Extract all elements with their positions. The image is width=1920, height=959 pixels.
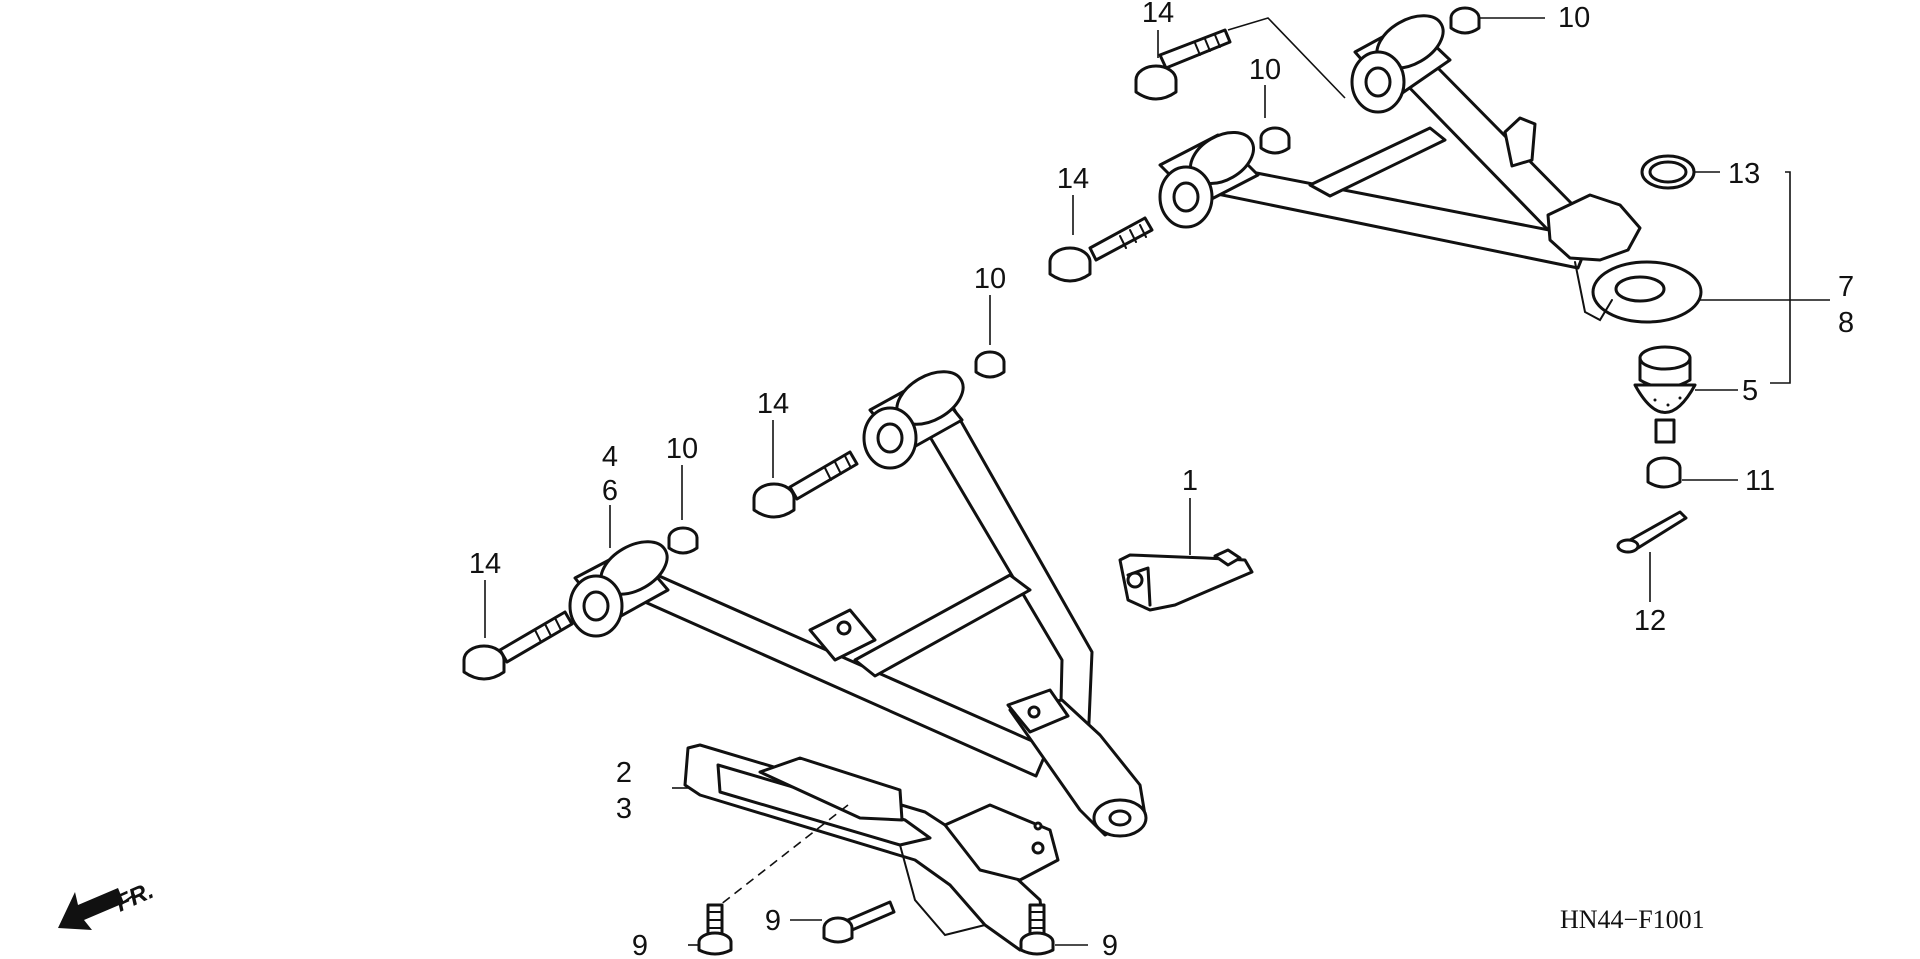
callout-2: 2: [616, 757, 632, 789]
callout-10-middle: 10: [974, 263, 1006, 295]
callout-10-upper: 10: [1249, 54, 1281, 86]
callout-14-lower-mid: 14: [757, 388, 789, 420]
callout-9-left: 9: [632, 930, 648, 959]
upper-arm-mount-hole: [1614, 275, 1666, 303]
callout-5: 5: [1742, 375, 1758, 407]
callout-6: 6: [602, 475, 618, 507]
callout-11: 11: [1745, 465, 1775, 497]
callout-10-top: 10: [1558, 2, 1590, 34]
bolt-14-upper-mid: [1048, 216, 1154, 283]
front-direction-label: FR.: [111, 877, 157, 917]
protector-channel: [758, 756, 904, 822]
callout-9-middle: 9: [765, 905, 781, 937]
lower-arm-brace: [853, 573, 1032, 678]
upper-arm-knuckle-detail: [1574, 261, 1613, 322]
callout-14-left: 14: [469, 548, 501, 580]
circlip-13: [1640, 154, 1696, 190]
lower-arm-rear-tube: [918, 400, 1094, 747]
lower-arm-rear-bushing: [862, 370, 965, 470]
callout-3: 3: [616, 793, 632, 825]
bolt-9-middle: [822, 900, 896, 944]
bolt-14-left: [462, 610, 574, 681]
leader-lines: [484, 17, 1830, 946]
upper-arm-assembly: [1158, 14, 1703, 324]
callout-9-right: 9: [1102, 930, 1118, 959]
bolt-9-right: [1019, 903, 1055, 956]
castle-nut-11: [1646, 456, 1682, 489]
upper-arm-brace: [1308, 126, 1447, 198]
nut-10-top: [1449, 6, 1481, 35]
callout-1: 1: [1182, 465, 1198, 497]
callout-7: 7: [1838, 271, 1854, 303]
callout-4: 4: [602, 441, 618, 473]
bolt-14-lower-mid: [752, 450, 859, 519]
nut-10-upper: [1259, 126, 1291, 155]
cotter-pin-12: [1616, 510, 1688, 554]
callout-12: 12: [1634, 605, 1666, 637]
ball-joint-5: [1633, 345, 1697, 444]
bolt-14-top: [1134, 28, 1232, 101]
callout-10-left: 10: [666, 433, 698, 465]
callout-8: 8: [1838, 307, 1854, 339]
lower-arm-assembly: [568, 370, 1148, 838]
nut-10-middle: [974, 350, 1006, 379]
diagram-code: HN44−F1001: [1560, 905, 1705, 934]
bolt-9-left: [697, 903, 733, 956]
callout-14-upper-mid: 14: [1057, 163, 1089, 195]
upper-arm-knuckle: [1546, 193, 1642, 262]
callout-numbers: 14 10 10 14 13 7 8 10 5 14 10 11 4 6 1 1…: [469, 0, 1854, 959]
protector-edge: [899, 844, 986, 937]
protector-side-flange: [943, 803, 1060, 882]
callout-13: 13: [1728, 158, 1760, 190]
front-direction-arrow-icon: FR.: [58, 877, 158, 930]
upper-arm-rear-bushing: [1350, 14, 1452, 114]
upper-arm-bracket: [1503, 116, 1537, 168]
nut-10-left: [667, 526, 699, 555]
arm-protector: [683, 743, 1060, 952]
bracket-part: [1118, 548, 1254, 612]
lower-arm-front-bushing: [568, 540, 670, 638]
upper-arm-front-bushing: [1158, 130, 1260, 229]
callout-14-top: 14: [1142, 0, 1174, 29]
lower-arm-end-hole: [1108, 809, 1132, 827]
